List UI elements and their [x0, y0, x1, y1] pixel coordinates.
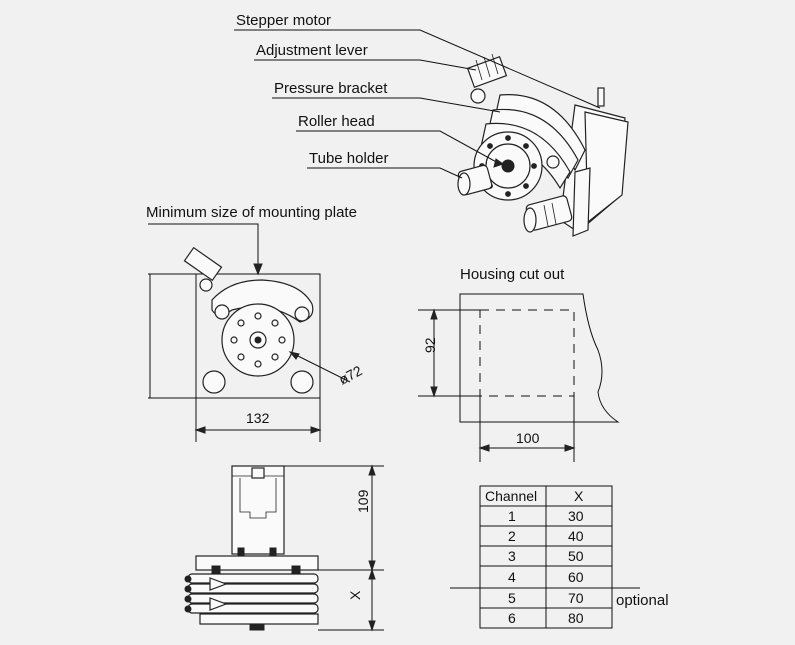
front-tube-holder-right: [290, 370, 314, 394]
stepper-motor-body: [584, 111, 629, 224]
dim-plate-width: 132: [246, 410, 270, 426]
table-cell: 60: [568, 569, 584, 585]
dim-cutout-height: 92: [422, 337, 438, 353]
front-tube-holder-left: [202, 370, 226, 394]
table-cell: 80: [568, 610, 584, 626]
label-adjustment-lever: Adjustment lever: [256, 42, 368, 59]
table-header-channel: Channel: [485, 488, 537, 504]
table-cell: 4: [508, 569, 516, 585]
table-cell: 30: [568, 508, 584, 524]
front-view-dimensions: [148, 273, 351, 442]
table-note-optional: optional: [616, 592, 669, 609]
channel-table: [450, 485, 640, 629]
mounting-plate-outline: [195, 273, 321, 399]
pump-3d-illustration: [457, 53, 629, 237]
motor-shaft-pin: [597, 87, 605, 107]
front-view: [183, 246, 321, 399]
table-cell: 1: [508, 508, 516, 524]
side-channels: [184, 573, 319, 614]
table-cell: 3: [508, 548, 516, 564]
front-lever: [183, 246, 223, 282]
tube-holder-lower: [523, 195, 573, 233]
label-tube-holder: Tube holder: [309, 150, 389, 167]
roller-head-holes: [479, 135, 537, 197]
roller-head-hub: [501, 159, 515, 173]
table-cell: 2: [508, 528, 516, 544]
label-pressure-bracket: Pressure bracket: [274, 80, 388, 97]
lever-knob: [470, 88, 486, 104]
dim-cutout-width: 100: [516, 430, 540, 446]
dim-roller-diameter: ø72: [336, 362, 365, 388]
adjustment-lever: [466, 56, 508, 88]
side-motor: [231, 465, 285, 555]
side-view-dimensions: [284, 464, 384, 632]
label-stepper-motor: Stepper motor: [236, 12, 331, 29]
label-housing-cut-out: Housing cut out: [460, 266, 565, 283]
table-header-x: X: [574, 488, 584, 504]
dim-head-depth: X: [347, 590, 363, 600]
side-view: [184, 465, 319, 631]
dim-motor-height: 109: [355, 489, 371, 513]
side-plate: [195, 555, 319, 571]
table-cell: 50: [568, 548, 584, 564]
table-cell: 40: [568, 528, 584, 544]
table-cell: 5: [508, 590, 516, 606]
front-roller-holes: [230, 312, 286, 368]
tube-holder-upper: [457, 164, 493, 196]
label-mounting-plate: Minimum size of mounting plate: [146, 204, 357, 221]
housing-outline: [459, 293, 620, 423]
label-leaders: [148, 29, 601, 276]
label-roller-head: Roller head: [298, 113, 375, 130]
housing-cutout-drawing: [418, 293, 620, 462]
cutout-dashed: [479, 309, 575, 397]
table-cell: 6: [508, 610, 516, 626]
table-cell: 70: [568, 590, 584, 606]
